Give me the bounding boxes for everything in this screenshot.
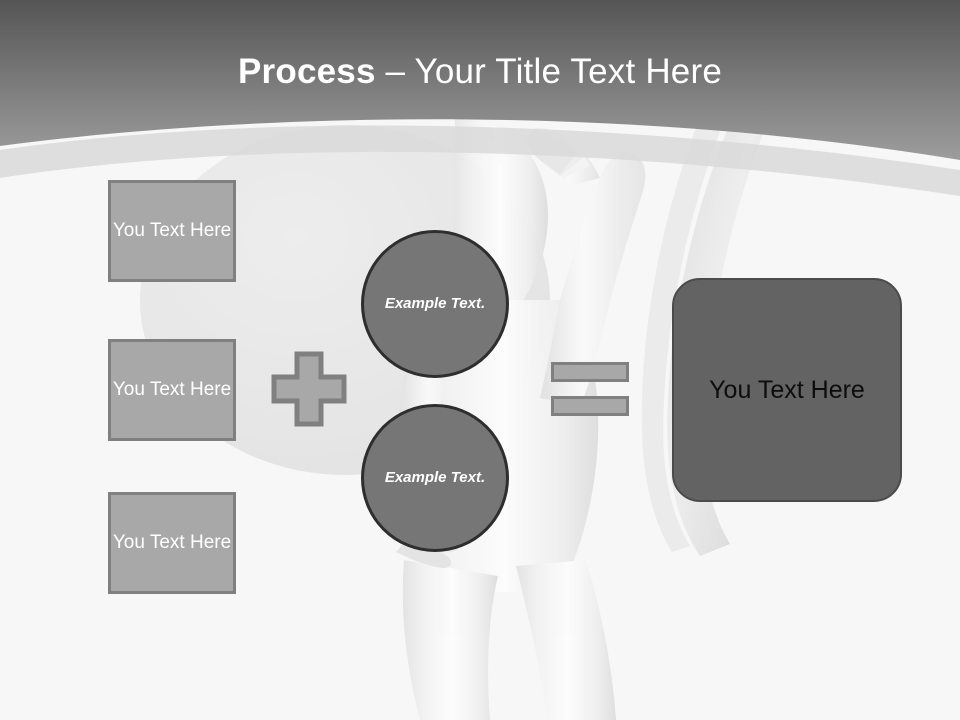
equals-bar-top	[551, 362, 629, 382]
left-box-1[interactable]: You Text Here	[108, 180, 236, 282]
plus-icon	[271, 351, 347, 427]
page-title-rest: – Your Title Text Here	[375, 52, 722, 91]
equals-icon	[551, 362, 629, 416]
page-title-strong: Process	[238, 52, 376, 91]
result-box[interactable]: You Text Here	[672, 278, 902, 502]
circle-1[interactable]: Example Text.	[361, 230, 509, 378]
equals-bar-bottom	[551, 396, 629, 416]
result-box-label: You Text Here	[709, 375, 865, 404]
left-box-3[interactable]: You Text Here	[108, 492, 236, 594]
left-box-3-label: You Text Here	[112, 531, 232, 553]
circle-2[interactable]: Example Text.	[361, 404, 509, 552]
left-box-2[interactable]: You Text Here	[108, 339, 236, 441]
circle-2-label: Example Text.	[384, 468, 486, 486]
left-box-1-label: You Text Here	[112, 219, 232, 241]
page-title: Process – Your Title Text Here	[0, 52, 960, 92]
circle-1-label: Example Text.	[384, 294, 486, 312]
left-box-2-label: You Text Here	[112, 378, 232, 400]
